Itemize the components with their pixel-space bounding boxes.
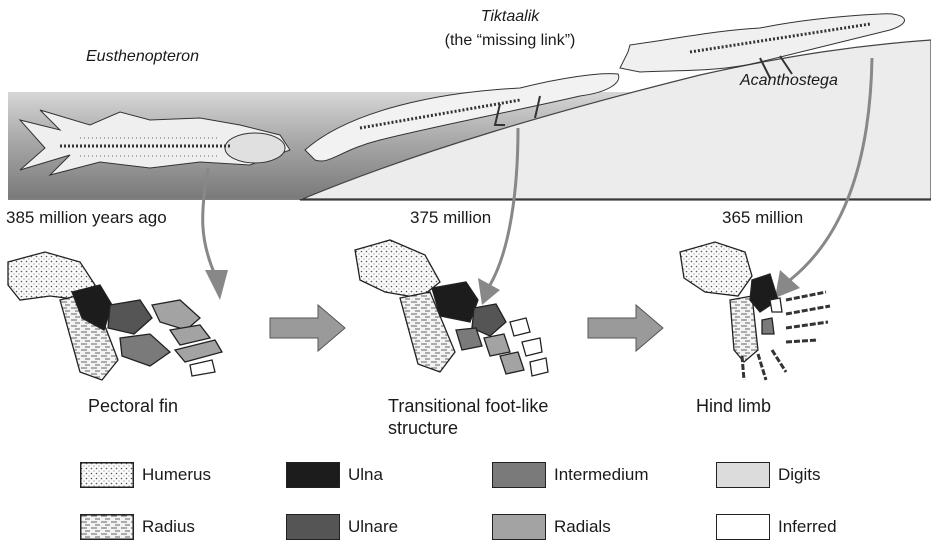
progression-arrow-2 xyxy=(588,305,663,351)
inferred-swatch xyxy=(716,514,770,540)
humerus-swatch xyxy=(80,462,134,488)
label-tiktaalik: Tiktaalik xyxy=(435,8,585,26)
radials-swatch xyxy=(492,514,546,540)
time-365: 365 million xyxy=(722,208,803,228)
ulna-swatch xyxy=(286,462,340,488)
legend-label: Radials xyxy=(554,517,611,537)
label-acanthostega: Acanthostega xyxy=(740,72,838,90)
transitional-structure-bones xyxy=(355,240,548,376)
legend-label: Intermedium xyxy=(554,465,648,485)
time-385: 385 million years ago xyxy=(6,208,167,228)
legend-label: Digits xyxy=(778,465,821,485)
legend-label: Humerus xyxy=(142,465,211,485)
label-tiktaalik-note: (the “missing link”) xyxy=(425,32,595,50)
legend-label: Ulnare xyxy=(348,517,398,537)
digits-swatch xyxy=(716,462,770,488)
time-375: 375 million xyxy=(410,208,491,228)
caption-transitional-line2: structure xyxy=(388,418,458,439)
label-eusthenopteron: Eusthenopteron xyxy=(86,48,199,66)
caption-hind-limb: Hind limb xyxy=(696,396,771,417)
pectoral-fin-bones xyxy=(8,252,222,380)
legend-label: Radius xyxy=(142,517,195,537)
ulnare-swatch xyxy=(286,514,340,540)
radius-swatch xyxy=(80,514,134,540)
progression-arrow-1 xyxy=(270,305,345,351)
caption-pectoral-fin: Pectoral fin xyxy=(88,396,178,417)
caption-transitional-line1: Transitional foot-like xyxy=(388,396,548,417)
legend-label: Ulna xyxy=(348,465,383,485)
intermedium-swatch xyxy=(492,462,546,488)
legend-label: Inferred xyxy=(778,517,837,537)
